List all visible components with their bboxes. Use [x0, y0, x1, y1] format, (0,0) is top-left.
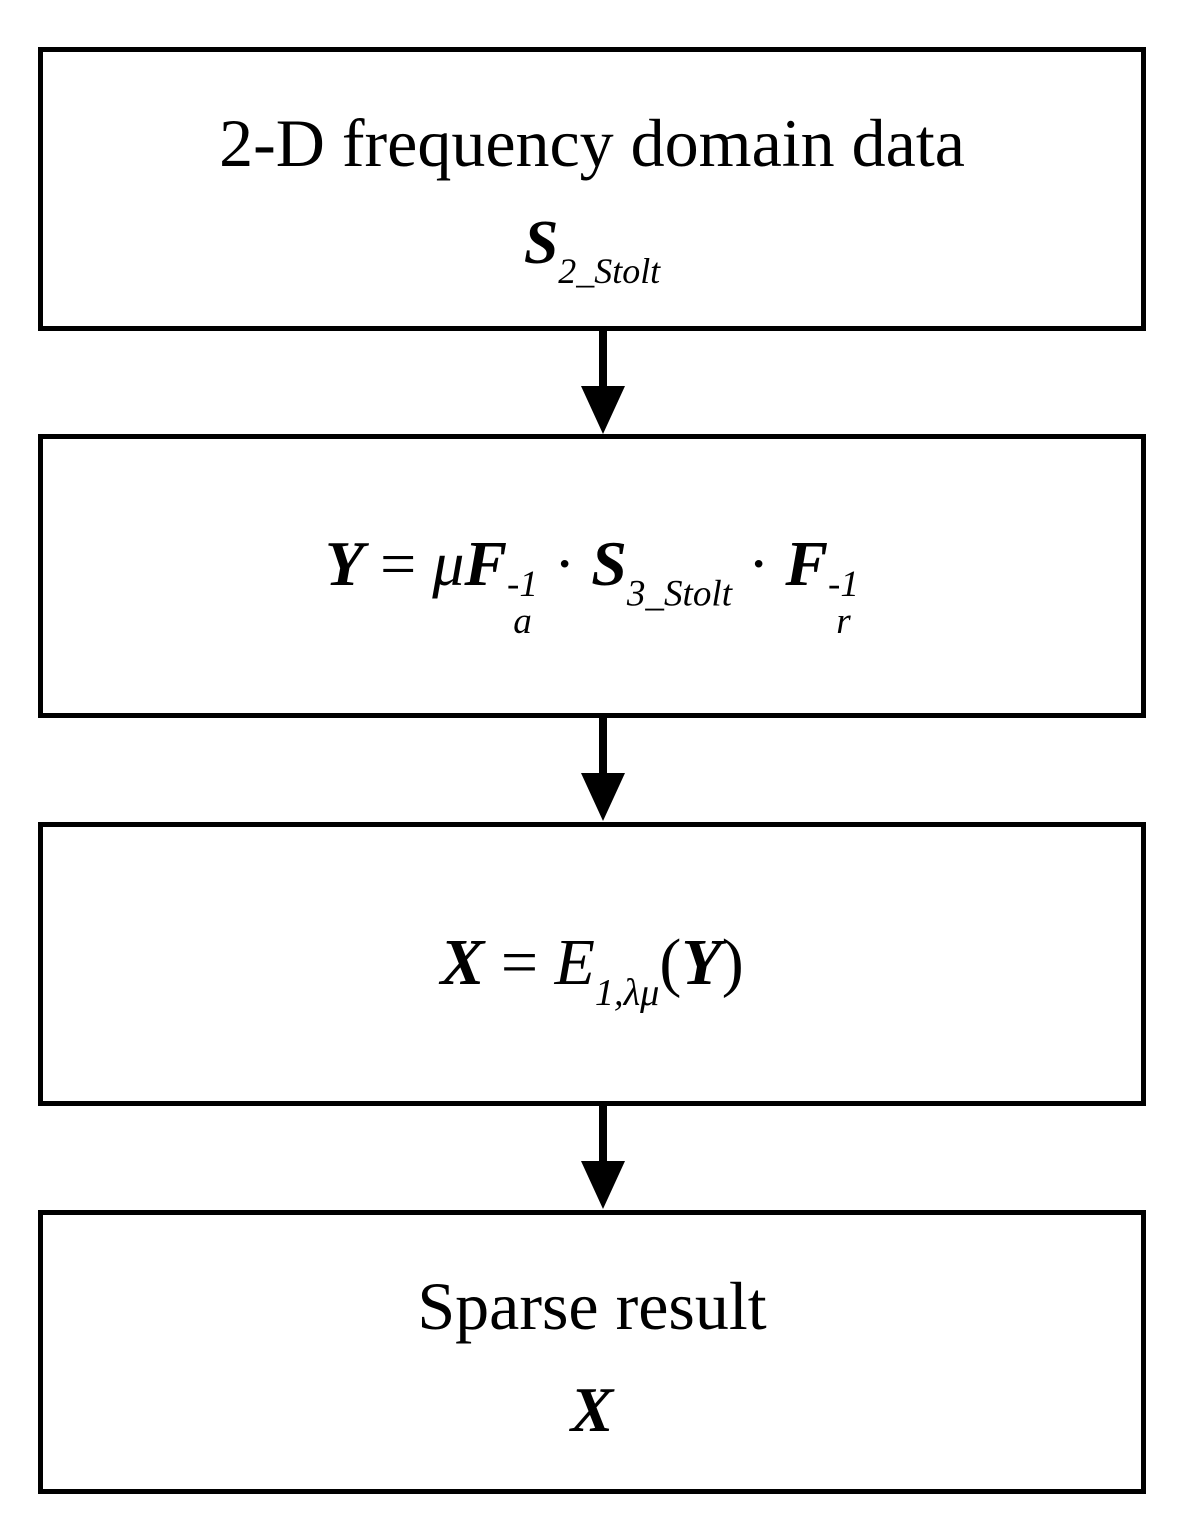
arrow-head-icon — [581, 1161, 625, 1209]
arrow-head-icon — [581, 773, 625, 821]
step-formula: X = E1,λμ(Y) — [43, 925, 1141, 1015]
symbol-x: X — [440, 926, 485, 999]
arrow-line — [599, 718, 607, 778]
arrow-line — [599, 331, 607, 391]
step-frequency-domain-data: 2-D frequency domain data S2_Stolt — [38, 47, 1146, 331]
symbol-e: E — [554, 926, 595, 999]
symbol-x: X — [570, 1374, 614, 1445]
dot-operator: · — [553, 528, 576, 599]
right-paren: ) — [721, 926, 744, 999]
symbol-f-r: F — [785, 528, 829, 599]
f-a-superscript: -1 — [507, 563, 538, 605]
arrow-head-icon — [581, 386, 625, 434]
equals-sign: = — [380, 528, 417, 599]
step-title: 2-D frequency domain data — [219, 105, 965, 181]
symbol-s-subscript: 3_Stolt — [626, 573, 733, 615]
step-sparse-result: Sparse result X — [38, 1210, 1146, 1494]
step-formula: S2_Stolt — [43, 208, 1141, 292]
f-r-subscript: r — [836, 601, 851, 642]
symbol-y: Y — [325, 528, 365, 599]
f-r-superscript: -1 — [828, 563, 859, 605]
symbol-e-subscript: 1,λμ — [594, 972, 660, 1015]
f-a-subscript: a — [513, 601, 532, 642]
step-thresholding: X = E1,λμ(Y) — [38, 822, 1146, 1106]
symbol-y: Y — [681, 926, 722, 999]
step-title: Sparse result — [417, 1268, 767, 1344]
symbol-s: S — [591, 528, 627, 599]
equals-sign: = — [500, 926, 539, 999]
symbol-s: S — [523, 209, 559, 277]
symbol-mu: μ — [432, 528, 465, 599]
symbol-f-a: F — [464, 528, 508, 599]
arrow-line — [599, 1106, 607, 1166]
dot-operator: · — [748, 528, 770, 599]
left-paren: ( — [659, 926, 682, 999]
symbol-s-subscript: 2_Stolt — [558, 250, 661, 291]
step-formula: X — [43, 1373, 1141, 1447]
